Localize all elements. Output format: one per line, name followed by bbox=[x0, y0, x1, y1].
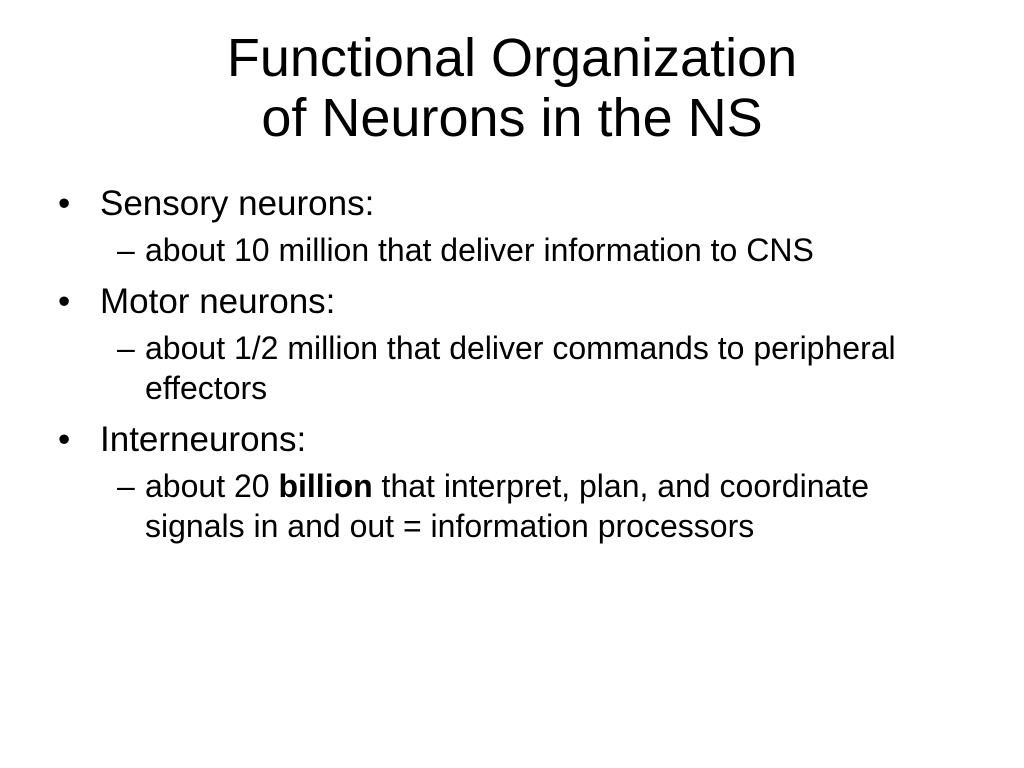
dash-marker: – bbox=[117, 468, 135, 504]
bullet-label: Sensory neurons: bbox=[100, 184, 375, 223]
bullet-item-sensory: • Sensory neurons: – about 10 million th… bbox=[58, 182, 958, 270]
sub-item-bold-word: billion bbox=[278, 468, 373, 504]
sub-list: – about 1/2 million that deliver command… bbox=[58, 328, 958, 408]
dash-marker: – bbox=[117, 232, 135, 268]
sub-list: – about 10 million that deliver informat… bbox=[58, 230, 958, 270]
bullet-list: • Sensory neurons: – about 10 million th… bbox=[58, 182, 958, 556]
bullet-item-interneurons: • Interneurons: – about 20 billion that … bbox=[58, 418, 958, 546]
bullet-label: Motor neurons: bbox=[100, 282, 336, 321]
bullet-label: Interneurons: bbox=[100, 420, 307, 459]
sub-item-motor: – about 1/2 million that deliver command… bbox=[58, 328, 958, 408]
sub-item-prefix: about 20 bbox=[145, 468, 279, 504]
bullet-item-motor: • Motor neurons: – about 1/2 million tha… bbox=[58, 280, 958, 408]
slide-title: Functional Organization of Neurons in th… bbox=[60, 28, 964, 148]
bullet-marker: • bbox=[58, 282, 71, 321]
bullet-marker: • bbox=[58, 420, 71, 459]
sub-item-sensory: – about 10 million that deliver informat… bbox=[58, 230, 958, 270]
sub-item-text: about 10 million that deliver informatio… bbox=[145, 232, 814, 268]
title-line-2: of Neurons in the NS bbox=[261, 88, 763, 148]
sub-item-interneurons: – about 20 billion that interpret, plan,… bbox=[58, 466, 958, 546]
bullet-marker: • bbox=[58, 184, 71, 223]
title-line-1: Functional Organization bbox=[226, 28, 798, 88]
dash-marker: – bbox=[117, 330, 135, 366]
sub-item-text: about 1/2 million that deliver commands … bbox=[145, 330, 896, 406]
sub-item-suffix: that interpret, plan, and coordinate sig… bbox=[145, 468, 869, 544]
sub-list: – about 20 billion that interpret, plan,… bbox=[58, 466, 958, 546]
